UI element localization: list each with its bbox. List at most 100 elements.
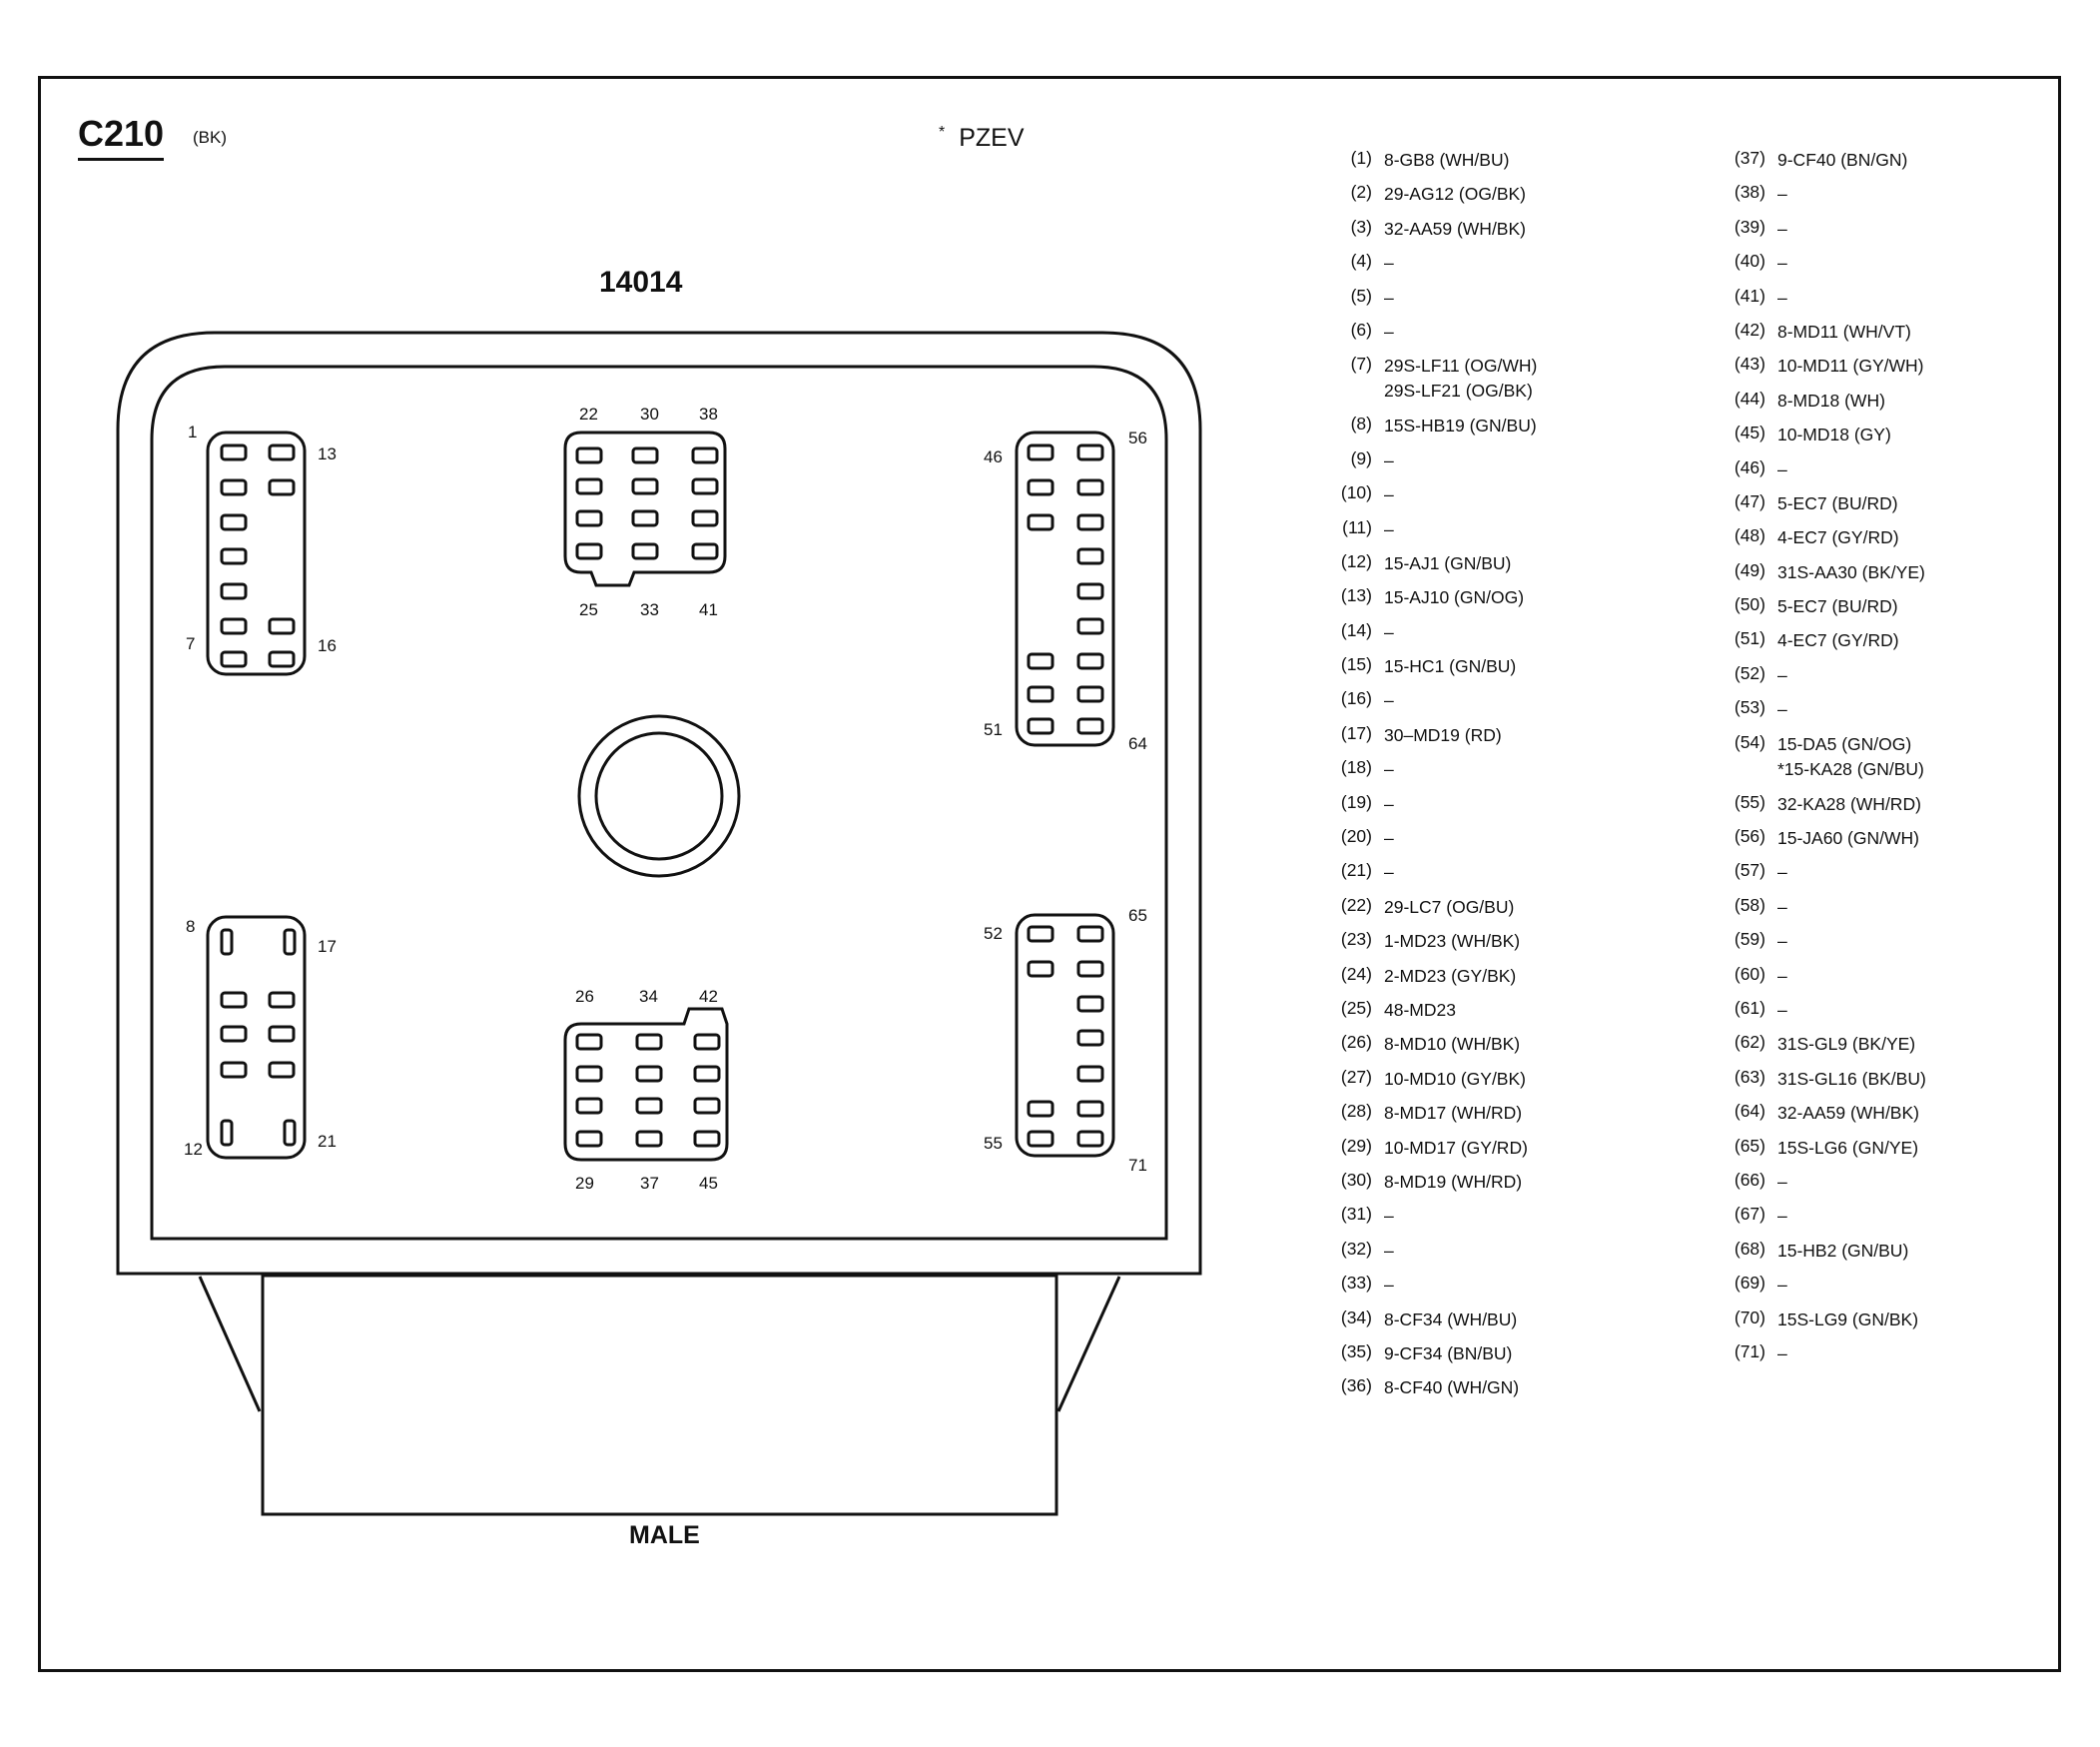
cavity-number-label: 1 <box>188 423 197 441</box>
pin-wire: 15S-HB19 (GN/BU) <box>1384 416 1537 437</box>
note-symbol: * <box>939 124 946 141</box>
terminal-cavity <box>1027 652 1054 670</box>
pin-number: (28) <box>1340 1101 1372 1122</box>
pin-wire: 8-MD19 (WH/RD) <box>1384 1171 1523 1192</box>
pin-wire: 8-CF40 (WH/GN) <box>1384 1377 1520 1398</box>
pin-wire: – <box>1777 862 1787 883</box>
cavity-block-top-center <box>563 431 727 587</box>
terminal-cavity <box>693 1130 721 1148</box>
pin-number: (68) <box>1734 1238 1765 1259</box>
pin-number: (27) <box>1340 1066 1372 1087</box>
cavity-number-label: 56 <box>1128 429 1147 447</box>
terminal-cavity <box>1076 513 1104 531</box>
terminal-cavity <box>1076 652 1104 670</box>
terminal-cavity <box>631 446 659 464</box>
pin-number: (65) <box>1734 1135 1765 1156</box>
pin-wire: 15-JA60 (GN/WH) <box>1777 828 1919 849</box>
pin-number: (23) <box>1340 929 1372 950</box>
pin-wire: 5-EC7 (BU/RD) <box>1777 596 1898 617</box>
pin-wire: – <box>1384 828 1394 849</box>
pin-wire: 15-HC1 (GN/BU) <box>1384 656 1517 677</box>
pin-number: (63) <box>1734 1066 1765 1087</box>
pin-number: (43) <box>1734 354 1765 375</box>
terminal-cavity <box>575 509 603 527</box>
cavity-block-bottom-right <box>1015 913 1115 1158</box>
terminal-cavity <box>283 1119 297 1147</box>
pin-number: (30) <box>1340 1169 1372 1190</box>
terminal-cavity <box>693 1065 721 1083</box>
pin-number: (45) <box>1734 423 1765 443</box>
pin-number: (55) <box>1734 791 1765 812</box>
pin-number: (57) <box>1734 860 1765 881</box>
pin-wire: 8-GB8 (WH/BU) <box>1384 150 1510 170</box>
pin-number: (35) <box>1340 1340 1372 1361</box>
pin-wire: – <box>1777 184 1787 205</box>
pin-wire: 2-MD23 (GY/BK) <box>1384 965 1517 986</box>
terminal-cavity <box>1027 513 1054 531</box>
pin-wire: – <box>1777 999 1787 1020</box>
pin-wire: – <box>1384 449 1394 470</box>
terminal-cavity <box>268 991 296 1009</box>
terminal-cavity <box>1027 1100 1054 1118</box>
pin-wire: – <box>1384 862 1394 883</box>
pin-number: (7) <box>1350 354 1372 375</box>
terminal-cavity <box>635 1097 663 1115</box>
cavity-block-top-left <box>206 431 307 676</box>
center-post-inner <box>594 731 724 861</box>
cavity-number-label: 38 <box>699 405 718 424</box>
cavity-block-bottom-center <box>563 1007 729 1162</box>
terminal-cavity <box>1027 443 1054 461</box>
cavity-number-label: 12 <box>184 1140 203 1159</box>
terminal-cavity <box>635 1033 663 1051</box>
pin-wire: 15-AJ10 (GN/OG) <box>1384 587 1525 608</box>
pin-wire: – <box>1384 287 1394 308</box>
terminal-cavity <box>631 542 659 560</box>
terminal-cavity <box>220 617 248 635</box>
terminal-cavity <box>1027 717 1054 735</box>
pin-number: (11) <box>1342 516 1372 537</box>
terminal-cavity <box>635 1130 663 1148</box>
pin-number: (25) <box>1340 997 1372 1018</box>
terminal-cavity <box>1027 478 1054 496</box>
pin-wire: – <box>1777 664 1787 685</box>
cavity-number-label: 13 <box>318 444 337 463</box>
terminal-cavity <box>220 1025 248 1043</box>
pin-number: (21) <box>1340 860 1372 881</box>
pin-wire: – <box>1777 287 1787 308</box>
terminal-cavity <box>1076 443 1104 461</box>
pin-wire: – <box>1384 1240 1394 1261</box>
terminal-cavity <box>220 478 248 496</box>
pzev-note: *PZEV <box>939 124 1025 153</box>
connector-inner-face <box>150 365 1168 1241</box>
pin-number: (36) <box>1340 1375 1372 1396</box>
terminal-cavity <box>268 478 296 496</box>
terminal-cavity <box>691 477 719 495</box>
cavity-number-label: 37 <box>640 1174 659 1193</box>
pin-number: (34) <box>1340 1307 1372 1327</box>
connector-color: (BK) <box>193 128 227 147</box>
pin-wire: 31S-GL9 (BK/YE) <box>1777 1034 1916 1055</box>
pin-number: (66) <box>1734 1169 1765 1190</box>
terminal-cavity <box>220 513 248 531</box>
pin-number: (41) <box>1734 285 1765 306</box>
terminal-cavity <box>1076 925 1104 943</box>
pin-wire: – <box>1777 1342 1787 1363</box>
pin-number: (47) <box>1734 490 1765 511</box>
pin-number: (61) <box>1734 997 1765 1018</box>
pin-number: (8) <box>1350 414 1372 435</box>
pin-wire: 10-MD11 (GY/WH) <box>1777 356 1924 377</box>
latch-left-line <box>198 1276 262 1412</box>
pin-number: (33) <box>1340 1273 1372 1294</box>
pin-number: (26) <box>1340 1032 1372 1053</box>
pin-number: (4) <box>1350 251 1372 272</box>
pin-wire: – <box>1384 518 1394 539</box>
terminal-cavity <box>1027 925 1054 943</box>
terminal-cavity <box>635 1065 663 1083</box>
pin-wire: 8-MD11 (WH/VT) <box>1777 321 1911 342</box>
pin-number: (37) <box>1734 148 1765 168</box>
pin-number: (1) <box>1350 148 1372 168</box>
terminal-cavity <box>1076 478 1104 496</box>
pin-number: (70) <box>1734 1307 1765 1327</box>
cavity-number-label: 29 <box>575 1174 594 1193</box>
